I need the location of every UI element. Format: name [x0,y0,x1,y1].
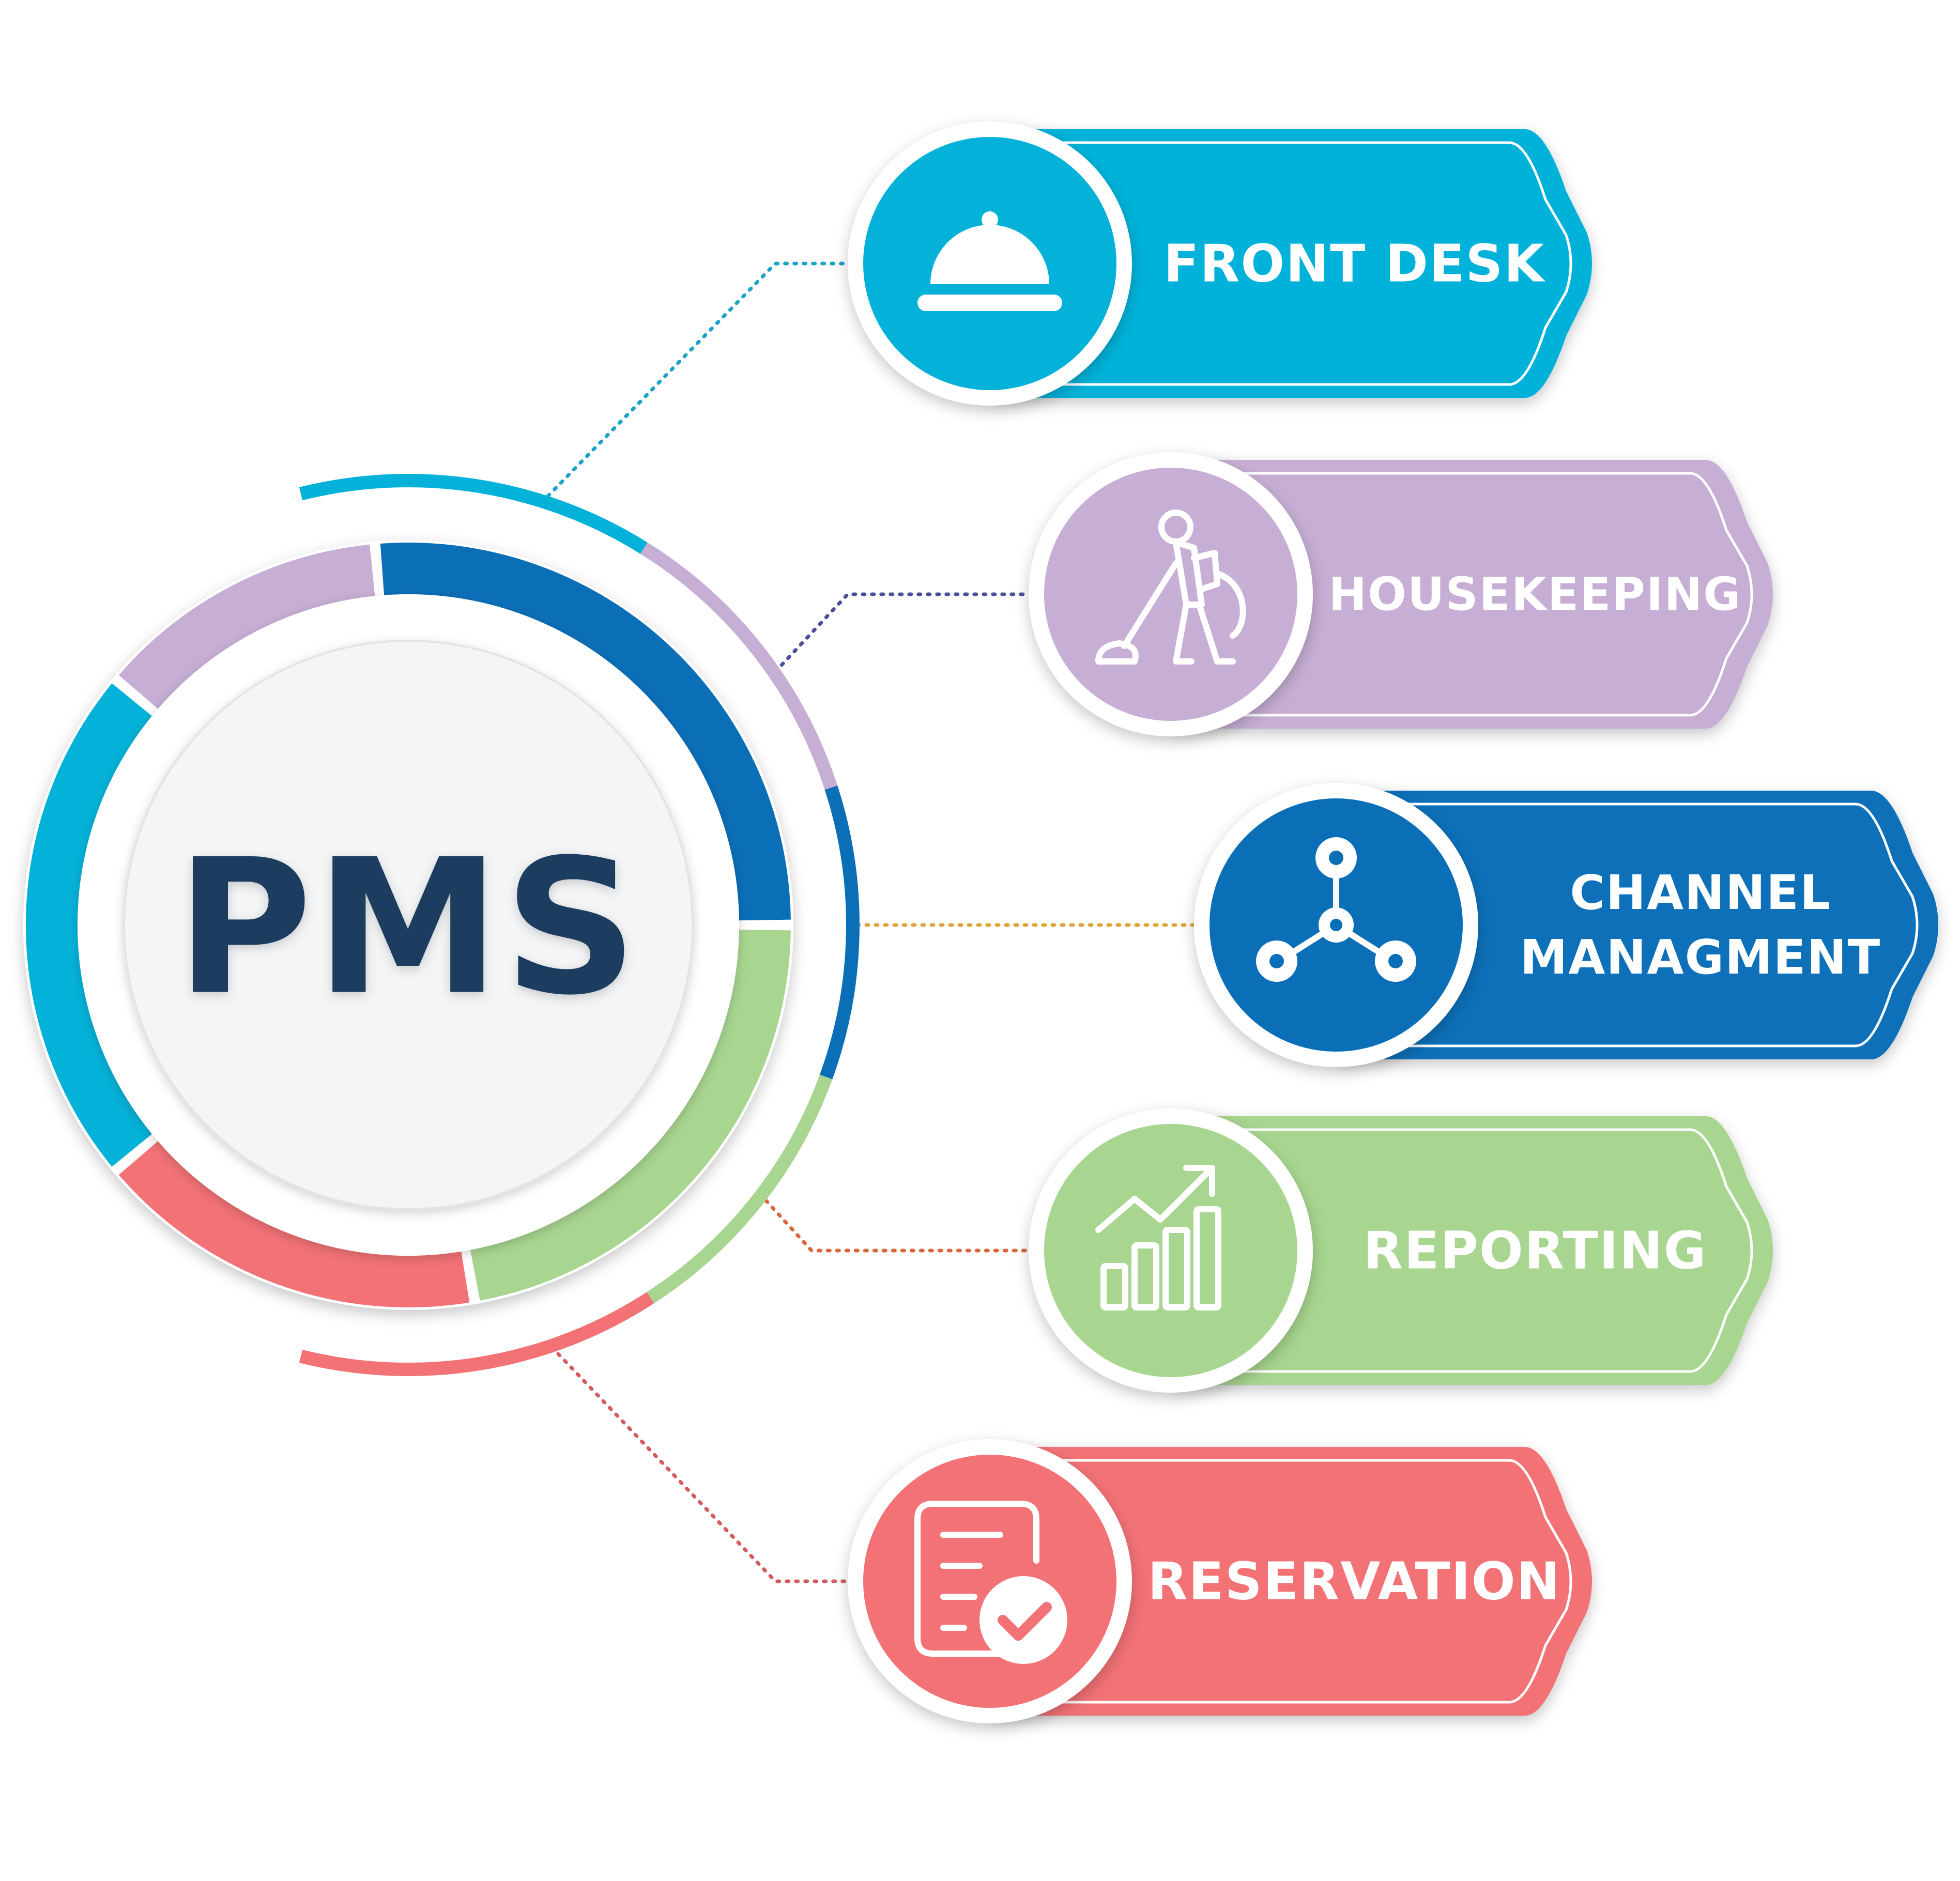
clipboard-check-icon [914,1501,1067,1664]
connectors [546,261,1196,1583]
item-pill [990,1447,1592,1716]
ring-segment [118,1141,470,1307]
item-label: RESERVATION [1147,1551,1560,1612]
ring-segment [470,929,791,1301]
item-pill-outline [1171,1128,1753,1373]
network-nodes-icon [1388,954,1403,968]
clipboard-check-icon [914,1501,1039,1657]
ring-segment [380,543,791,921]
vacuum-cleaner-icon [1191,550,1220,592]
item-label: REPORTING [1363,1221,1707,1281]
ring-segments [26,543,791,1307]
center-inner-disc [123,640,694,1210]
bar-chart-growth-icon [1162,1227,1190,1310]
item-pill-outline [1336,803,1919,1047]
service-bell-icon [982,211,998,228]
item-label: FRONT DESK [1163,234,1545,294]
bar-chart-growth-icon [1183,1165,1215,1197]
item-pill [990,129,1592,398]
clipboard-check-icon [979,1576,1067,1664]
center-title: PMS [176,820,640,1036]
connector-front-desk [546,261,850,498]
item-label: MANAGMENT [1520,930,1881,985]
item-reporting[interactable]: REPORTING [1029,1108,1773,1393]
service-bell-icon [917,211,1062,311]
clipboard-check-icon [998,1602,1052,1641]
bar-chart-growth-icon [1095,1165,1215,1233]
vacuum-cleaner-icon [1173,602,1236,665]
network-nodes-icon [1329,851,1343,865]
item-pill [1171,1116,1773,1385]
outer-arc [299,474,860,1376]
vacuum-cleaner-icon [1121,560,1179,649]
network-nodes-icon [1330,919,1342,931]
item-pill-outline [1171,472,1753,717]
connector-reservation [556,1352,850,1583]
outer-arc-segment [647,1074,833,1304]
vacuum-cleaner-icon [1095,640,1139,665]
item-label: HOUSEKEEPING [1329,568,1742,621]
item-icon-disc [1044,1124,1297,1377]
item-channel-management[interactable]: CHANNEL MANAGMENT [1194,783,1938,1067]
item-label: CHANNEL [1570,865,1831,920]
ring-segment [118,544,375,710]
bar-chart-growth-icon [1131,1242,1159,1310]
outer-arc-segment [299,1292,654,1376]
connector-housekeeping [773,592,1031,674]
network-nodes-icon [1269,954,1284,968]
item-pill-outline [990,141,1572,386]
item-icon-disc [863,1455,1116,1708]
item-pill-outline [990,1459,1572,1704]
network-nodes-icon [1256,837,1416,982]
service-bell-icon [956,232,988,256]
vacuum-cleaner-icon [1095,510,1246,665]
item-pill [1336,791,1938,1059]
outer-arc-segment [819,785,860,1080]
vacuum-cleaner-icon [1214,571,1246,639]
item-reservation[interactable]: RESERVATION [848,1439,1592,1723]
service-bell-icon [930,225,1049,284]
outer-arc-segment [640,542,838,790]
connector-reporting [758,1192,1031,1253]
item-housekeeping[interactable]: HOUSEKEEPING [1029,452,1773,736]
clipboard-check-icon [940,1532,1003,1631]
bar-chart-growth-icon [1100,1263,1128,1310]
ring-segment [26,683,152,1167]
bar-chart-growth-icon [1193,1206,1221,1310]
item-list: FRONT DESK HOUSEKEEPING CHANNEL MANAGMENT RE… [848,121,1938,1723]
bar-chart-growth-icon [1095,1165,1221,1310]
service-bell-icon [917,295,1062,311]
item-pill [1171,460,1773,729]
item-icon-disc [1044,468,1297,721]
item-front-desk[interactable]: FRONT DESK [848,121,1592,406]
outer-arc-segment [299,474,648,554]
